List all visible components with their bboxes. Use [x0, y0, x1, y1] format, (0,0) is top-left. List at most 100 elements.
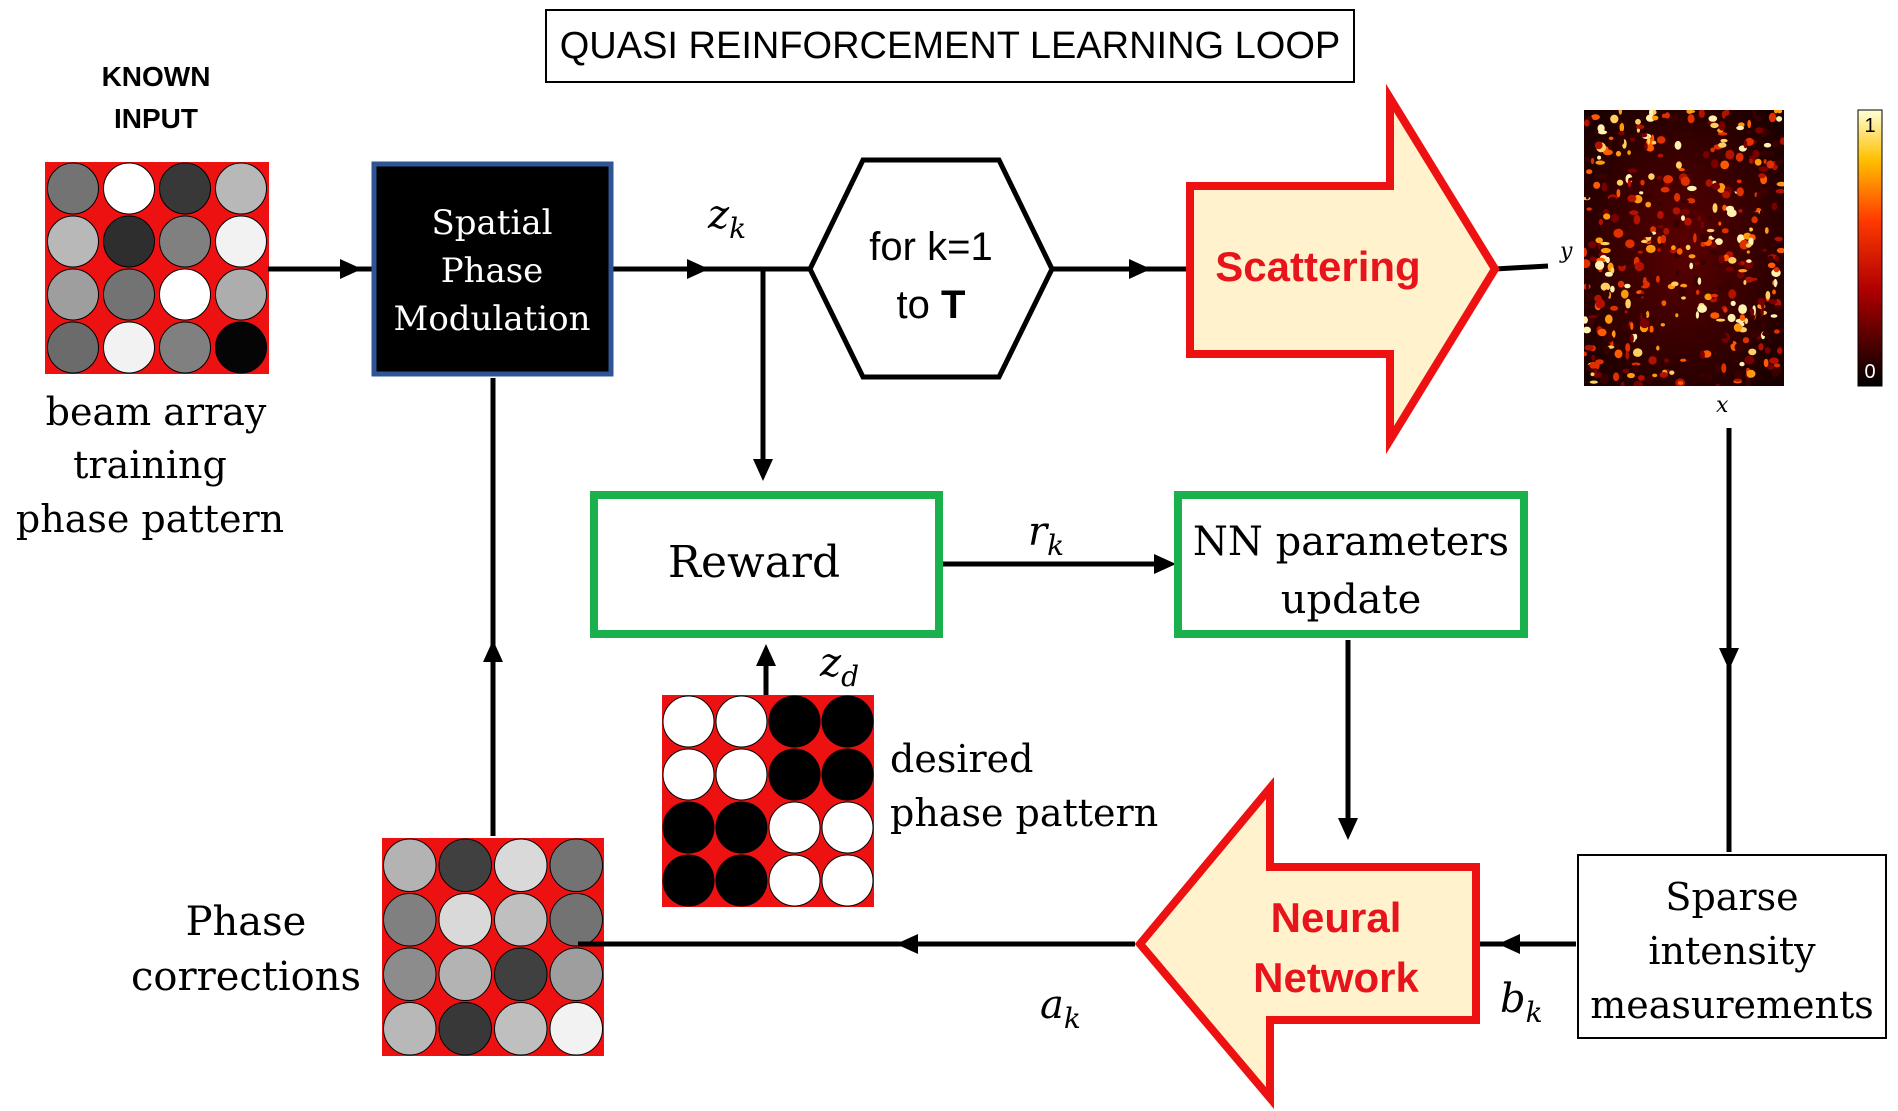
speckle-spot	[1627, 150, 1631, 156]
speckle-spot	[1684, 217, 1692, 226]
speckle-spot	[1584, 316, 1588, 324]
speckle-spot	[1652, 373, 1658, 378]
speckle-spot	[1767, 255, 1774, 263]
phase-element-circle	[215, 215, 267, 268]
speckle-spot	[1622, 368, 1630, 374]
speckle-spot	[1585, 317, 1596, 325]
speckle-pattern	[1584, 110, 1784, 386]
speckle-spot	[1589, 361, 1597, 369]
speckle-spot	[1618, 110, 1623, 115]
speckle-spot	[1660, 323, 1666, 327]
phase-element-circle	[438, 947, 492, 1001]
arrowheads	[340, 259, 1739, 954]
speckle-spot	[1710, 147, 1715, 153]
speckle-spot	[1640, 133, 1648, 138]
speckle-spot	[1716, 366, 1722, 374]
speckle-spot	[1609, 325, 1619, 330]
speckle-spot	[1758, 187, 1769, 196]
speckle-spot	[1621, 322, 1631, 332]
speckle-spot	[1645, 310, 1650, 318]
speckle-spot	[1728, 227, 1735, 233]
signal-bk-label: bk	[1500, 976, 1543, 1029]
speckle-spot	[1586, 169, 1593, 175]
speckle-spot	[1639, 191, 1644, 195]
speckle-spot	[1643, 277, 1647, 285]
signal-rk-label: rk	[1028, 509, 1064, 562]
speckle-spot	[1752, 149, 1760, 159]
speckle-spot	[1752, 110, 1756, 119]
speckle-spot	[1726, 209, 1737, 218]
speckle-spot	[1657, 248, 1661, 252]
speckle-spot	[1648, 173, 1655, 180]
speckle-spot	[1672, 327, 1678, 337]
speckle-spot	[1647, 135, 1651, 145]
speckle-spot	[1629, 334, 1634, 343]
speckle-spot	[1700, 350, 1705, 360]
speckle-spot	[1627, 194, 1637, 203]
speckle-spot	[1680, 208, 1690, 215]
speckle-spot	[1746, 250, 1750, 254]
speckle-spot	[1606, 330, 1612, 341]
speckle-spot	[1603, 346, 1610, 355]
speckle-spot	[1776, 116, 1783, 122]
spatial-phase-modulation-block	[371, 161, 614, 377]
speckle-spot	[1766, 364, 1775, 370]
speckle-spot	[1643, 194, 1653, 199]
nn-update-label-line1: NN parameters	[1193, 519, 1509, 565]
speckle-spot	[1614, 349, 1623, 359]
diagram-title: QUASI REINFORCEMENT LEARNING LOOP	[560, 25, 1341, 67]
speckle-spot	[1777, 348, 1782, 354]
neural-network-arrow	[1134, 776, 1480, 1109]
speckle-spot	[1585, 156, 1590, 162]
phase-element-circle	[662, 748, 715, 801]
speckle-spot	[1746, 369, 1756, 378]
speckle-spot	[1748, 227, 1754, 232]
speckle-spot	[1595, 260, 1605, 270]
speckle-spot	[1723, 307, 1728, 313]
speckle-spot	[1595, 237, 1603, 244]
speckle-spot	[1711, 182, 1721, 190]
speckle-spot	[1680, 358, 1687, 362]
speckle-spot	[1771, 369, 1780, 377]
speckle-spot	[1720, 138, 1728, 143]
speckle-spot	[1594, 361, 1600, 370]
speckle-spot	[1597, 242, 1601, 250]
speckle-spot	[1672, 207, 1681, 215]
speckle-spot	[1776, 247, 1784, 254]
speckle-spot	[1725, 266, 1734, 272]
phase-element-circle	[821, 695, 874, 748]
speckle-spot	[1625, 343, 1631, 353]
nn-update-label-line2: update	[1281, 577, 1422, 623]
title-box	[545, 9, 1355, 83]
speckle-spot	[1697, 304, 1707, 313]
speckle-spot	[1585, 193, 1590, 200]
speckle-spot	[1645, 201, 1652, 208]
desired-caption-line1: desired	[890, 737, 1033, 781]
speckle-spot	[1625, 298, 1631, 309]
speckle-spot	[1763, 159, 1767, 164]
speckle-spot	[1676, 248, 1683, 255]
sparse-measurements-block	[1577, 854, 1887, 1039]
speckle-spot	[1700, 220, 1705, 229]
speckle-spot	[1661, 300, 1667, 306]
speckle-spot	[1741, 221, 1748, 225]
speckle-spot	[1630, 322, 1634, 331]
speckle-spot	[1600, 247, 1611, 254]
speckle-spot	[1770, 314, 1778, 318]
speckle-spot	[1595, 298, 1605, 309]
speckle-spot	[1608, 139, 1613, 148]
speckle-spot	[1697, 277, 1702, 285]
speckle-spot	[1744, 276, 1754, 283]
speckle-spot	[1768, 112, 1777, 123]
phase-element-circle	[821, 748, 874, 801]
speckle-spot	[1730, 300, 1736, 306]
speckle-spot	[1637, 250, 1643, 254]
colorbar	[1857, 109, 1883, 387]
desired-phase-grid	[662, 695, 874, 907]
speckle-spot	[1777, 110, 1783, 114]
speckle-spot	[1636, 280, 1644, 287]
speckle-spot	[1674, 192, 1681, 202]
speckle-spot	[1699, 329, 1706, 336]
speckle-spot	[1610, 285, 1615, 293]
